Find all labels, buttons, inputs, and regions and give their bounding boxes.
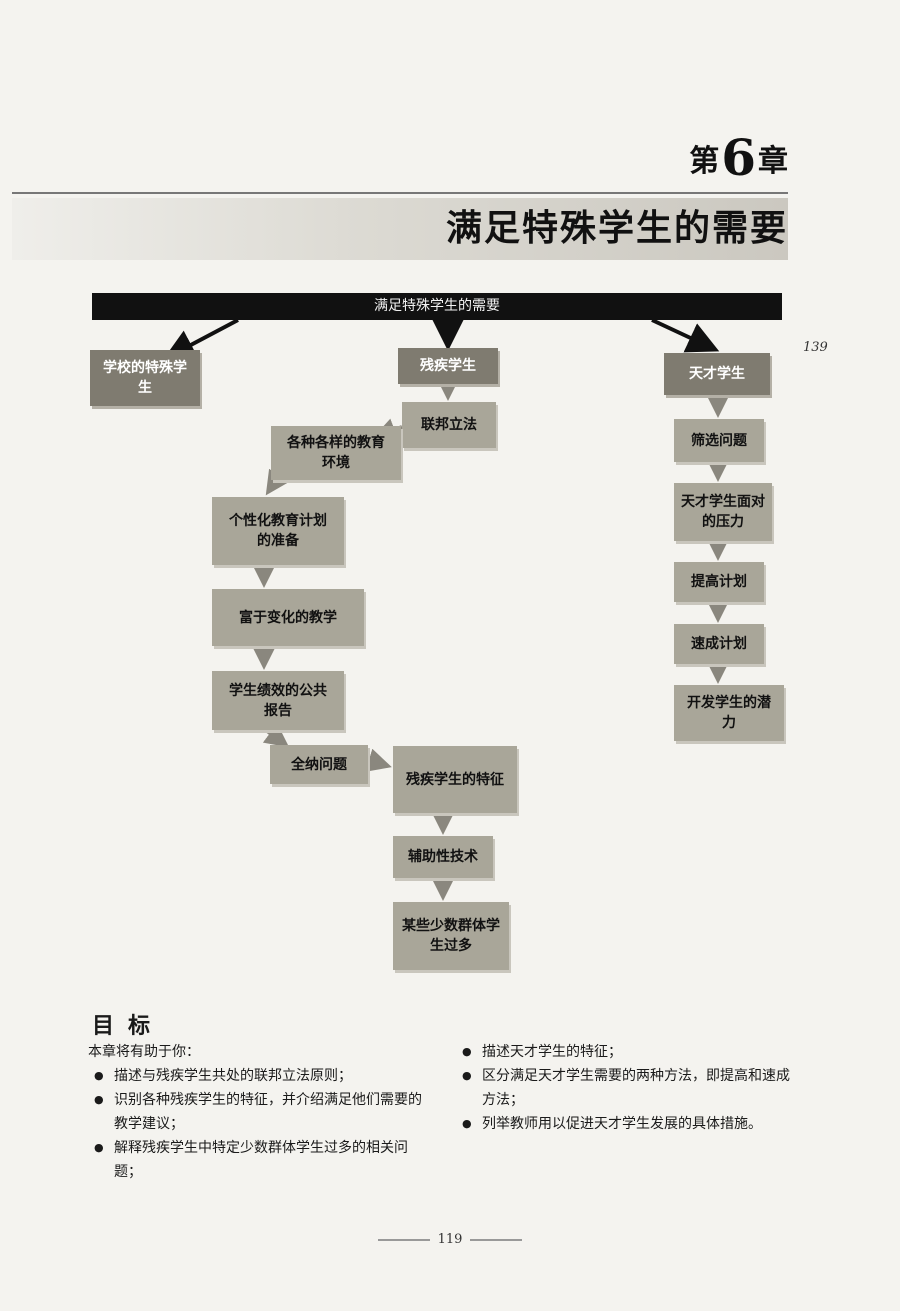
- objective-item: 描述与残疾学生共处的联邦立法原则；: [92, 1064, 428, 1088]
- node-gifted-students: 天才学生: [664, 353, 770, 395]
- side-page-number: 139: [803, 340, 828, 355]
- arrow-env-iep: [265, 468, 290, 496]
- node-disabled-students: 残疾学生: [398, 348, 498, 384]
- header-rule: [12, 192, 788, 194]
- goals-heading: 目标: [92, 1014, 165, 1039]
- objectives-left-list: 描述与残疾学生共处的联邦立法原则； 识别各种残疾学生的特征，并介绍满足他们需要的…: [92, 1064, 428, 1184]
- node-school-special-students: 学校的特殊学生: [90, 350, 200, 406]
- node-education-environments: 各种各样的教育环境: [271, 426, 401, 480]
- node-public-report: 学生绩效的公共报告: [212, 671, 344, 730]
- node-disabled-traits: 残疾学生的特征: [393, 746, 517, 813]
- node-screening-issues: 筛选问题: [674, 419, 764, 462]
- goals-intro: 本章将有助于你：: [88, 1044, 200, 1060]
- title-band: [12, 198, 788, 260]
- node-iep-preparation: 个性化教育计划的准备: [212, 497, 344, 565]
- page-number-text: 119: [437, 1232, 463, 1247]
- node-minority-overrepresentation: 某些少数群体学生过多: [393, 902, 509, 970]
- node-acceleration-program: 速成计划: [674, 624, 764, 664]
- objective-item: 区分满足天才学生需要的两种方法，即提高和速成方法；: [460, 1064, 794, 1112]
- page-number: 119: [0, 1232, 900, 1247]
- objective-item: 解释残疾学生中特定少数群体学生过多的相关问题；: [92, 1136, 428, 1184]
- arrow-inclusion-traits: [365, 748, 392, 772]
- page-number-rule-right: [470, 1238, 523, 1241]
- objectives-right-list: 描述天才学生的特征； 区分满足天才学生需要的两种方法，即提高和速成方法； 列举教…: [460, 1040, 794, 1136]
- node-develop-potential: 开发学生的潜力: [674, 685, 784, 741]
- node-inclusion-issues: 全纳问题: [270, 745, 368, 784]
- objective-item: 描述天才学生的特征；: [460, 1040, 794, 1064]
- chapter-label: 第6章: [689, 128, 788, 187]
- node-federal-law: 联邦立法: [402, 402, 496, 448]
- flow-root-bar: 满足特殊学生的需要: [92, 293, 782, 320]
- arrow-root-gifted: [651, 318, 720, 353]
- page-number-rule-left: [377, 1238, 430, 1241]
- node-varied-teaching: 富于变化的教学: [212, 589, 364, 646]
- arrow-report-inclusion: [262, 723, 290, 748]
- node-assistive-technology: 辅助性技术: [393, 836, 493, 878]
- node-enrichment-program: 提高计划: [674, 562, 764, 602]
- chapter-title: 满足特殊学生的需要: [445, 208, 788, 249]
- objective-item: 识别各种残疾学生的特征，并介绍满足他们需要的教学建议；: [92, 1088, 428, 1136]
- node-gifted-pressure: 天才学生面对的压力: [674, 483, 772, 541]
- objective-item: 列举教师用以促进天才学生发展的具体措施。: [460, 1112, 794, 1136]
